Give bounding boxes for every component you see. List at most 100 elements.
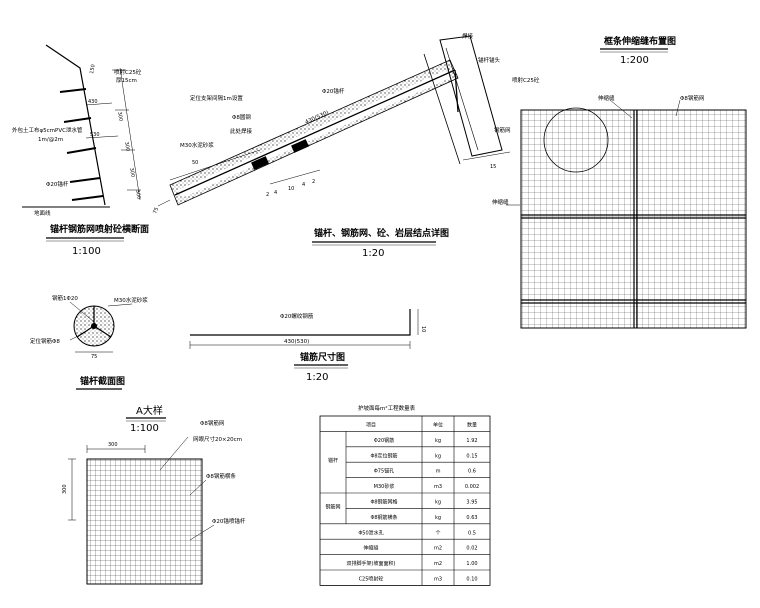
table-cell: 0.15 — [466, 453, 477, 459]
table-cell: 个 — [435, 530, 440, 536]
dimension-lines — [157, 149, 511, 207]
leader-lines — [69, 301, 133, 353]
table-cell: m3 — [434, 576, 442, 582]
table-title: 护坡面每m²工程数量表 — [358, 404, 416, 412]
table-cell: Φ8钢筋网格 — [370, 498, 397, 505]
small-dim: 10 — [288, 186, 294, 192]
label-anchor: Φ20锚杆 — [322, 87, 345, 95]
rebar-shape — [190, 309, 411, 336]
dim-15: 15 — [490, 164, 496, 170]
rebar-size-scale: 1:20 — [306, 372, 328, 383]
label-anchor: Φ20锚杆 — [46, 180, 69, 188]
dimension-lines — [189, 309, 419, 349]
label-mortar: M30水泥砂浆 — [180, 141, 214, 149]
detail-a-title: A大样 — [136, 404, 163, 417]
table-cell: 1.92 — [466, 438, 477, 444]
small-dim: 4 — [302, 182, 305, 188]
table-frame — [319, 415, 491, 586]
table-cell: Φ8钢筋横条 — [370, 514, 397, 521]
table-cell: 0.10 — [466, 576, 477, 582]
label-mesh: 钢筋网 — [494, 126, 511, 134]
dim-label: 430 — [88, 99, 98, 105]
table-cell: 0.02 — [466, 546, 477, 552]
node-detail: 定位支架间隔1m设置 Φ8圆钢 此处焊接 M30水泥砂浆 Φ20锚杆 430(5… — [152, 32, 540, 259]
anchor-bar — [69, 177, 101, 183]
label-mesh-size: 网眼尺寸20×20cm — [193, 435, 242, 443]
table-cell: kg — [435, 499, 441, 505]
label-height: 300 — [62, 484, 68, 494]
label-mesh: Φ8钢筋网 — [680, 94, 705, 102]
label-mortar: M30水泥砂浆 — [114, 296, 148, 304]
label-rebar: Φ20螺纹钢筋 — [280, 312, 314, 320]
label-shotcrete: 喷射C25砼 — [114, 68, 142, 76]
dim-label: 300 — [116, 111, 124, 121]
anchor-rebar — [174, 69, 456, 196]
label-anchor: Φ20锚喷锚杆 — [212, 517, 246, 525]
table-cell: Φ50泄水孔 — [358, 529, 383, 536]
table-cell: kg — [435, 453, 441, 459]
small-dim: 2 — [266, 192, 269, 198]
dim-label: 300 — [123, 141, 131, 151]
label-weld-top: 焊接 — [462, 32, 474, 40]
table-cell: 1.00 — [466, 561, 477, 567]
small-dim: 2 — [312, 179, 315, 185]
table-cell: 0.63 — [466, 515, 477, 521]
rebar-size: Φ20螺纹钢筋 430(530) 10 锚筋尺寸图 1:20 — [189, 309, 426, 383]
table-cell: kg — [435, 515, 441, 521]
label-ground: 地面线 — [34, 209, 51, 217]
table-cell: Φ75锚孔 — [374, 468, 394, 475]
table-cell: kg — [435, 438, 441, 444]
label-joint-left: 伸缩缝 — [492, 198, 509, 206]
table-cell: m2 — [434, 561, 442, 567]
label-thickness: 厚15cm — [116, 77, 137, 84]
table-cell: 0.002 — [465, 484, 479, 490]
table-cell: M30砂浆 — [374, 483, 395, 490]
table-cell: 0.6 — [468, 469, 476, 475]
label-drain-spacing: 1m/@2m — [38, 137, 63, 143]
small-dim: 4 — [274, 190, 277, 196]
table-cell: 钢筋网 — [325, 503, 340, 510]
label-mesh: Φ8钢筋网 — [200, 419, 225, 427]
mesh-line — [445, 47, 479, 151]
label-anchor-head: 锚杆锚头 — [478, 56, 501, 64]
label-shotcrete: 喷射C25砼 — [512, 76, 540, 84]
dim-75: 75 — [152, 207, 160, 215]
table-cell: 双排脚手架(坡面面积) — [347, 560, 396, 567]
anchor-bar — [71, 195, 104, 201]
dim-50: 50 — [192, 160, 198, 166]
label-length: 430(530) — [284, 339, 309, 345]
table-cell: 3.95 — [466, 499, 477, 505]
slope-section-scale: 1:100 — [72, 246, 101, 257]
slope-surface-line — [45, 44, 106, 206]
table-cell: 伸缩缝 — [363, 545, 378, 552]
anchor-bar — [59, 88, 87, 93]
rock-face — [423, 53, 461, 165]
label-hook: 10 — [420, 326, 426, 332]
anchor-section-title: 锚杆截面图 — [80, 375, 125, 387]
label-bars: Φ8钢筋横条 — [206, 472, 236, 480]
joint-layout: 框条伸缩缝布置图 1:200 伸缩缝 Φ8钢筋网 伸缩缝 — [492, 35, 747, 329]
table-cell: Φ20钢筋 — [374, 437, 394, 444]
table-cell: 0.5 — [468, 530, 476, 536]
label-phi8: Φ8圆钢 — [232, 113, 251, 121]
dim-label: 150 — [89, 64, 97, 74]
dimension-lines — [68, 445, 146, 521]
leader-lines — [159, 436, 215, 541]
slope-section-title: 锚杆钢筋网喷射砼横断面 — [50, 223, 149, 235]
positioning-bracket — [291, 139, 309, 153]
label-drain-pipe: 外包土工布φ5cmPVC泄水管 — [12, 126, 83, 134]
table-cell: Φ8定位钢筋 — [370, 452, 397, 459]
joint-layout-title: 框条伸缩缝布置图 — [604, 35, 676, 47]
label-weld: 此处焊接 — [230, 127, 253, 135]
shotcrete-layer — [439, 35, 503, 157]
label-rebar: 钢筋1Φ20 — [52, 294, 78, 302]
rebar-size-title: 锚筋尺寸图 — [300, 351, 345, 363]
dim-label: 300 — [134, 189, 142, 199]
table-cell: 数量 — [467, 421, 477, 428]
detail-a: A大样 1:100 300 300 Φ8钢筋网 网眼尺寸20×20cm Φ8钢筋… — [62, 404, 246, 585]
anchor-bar — [66, 147, 97, 154]
positioning-bracket — [251, 156, 269, 170]
dim-label: 530 — [90, 132, 100, 138]
